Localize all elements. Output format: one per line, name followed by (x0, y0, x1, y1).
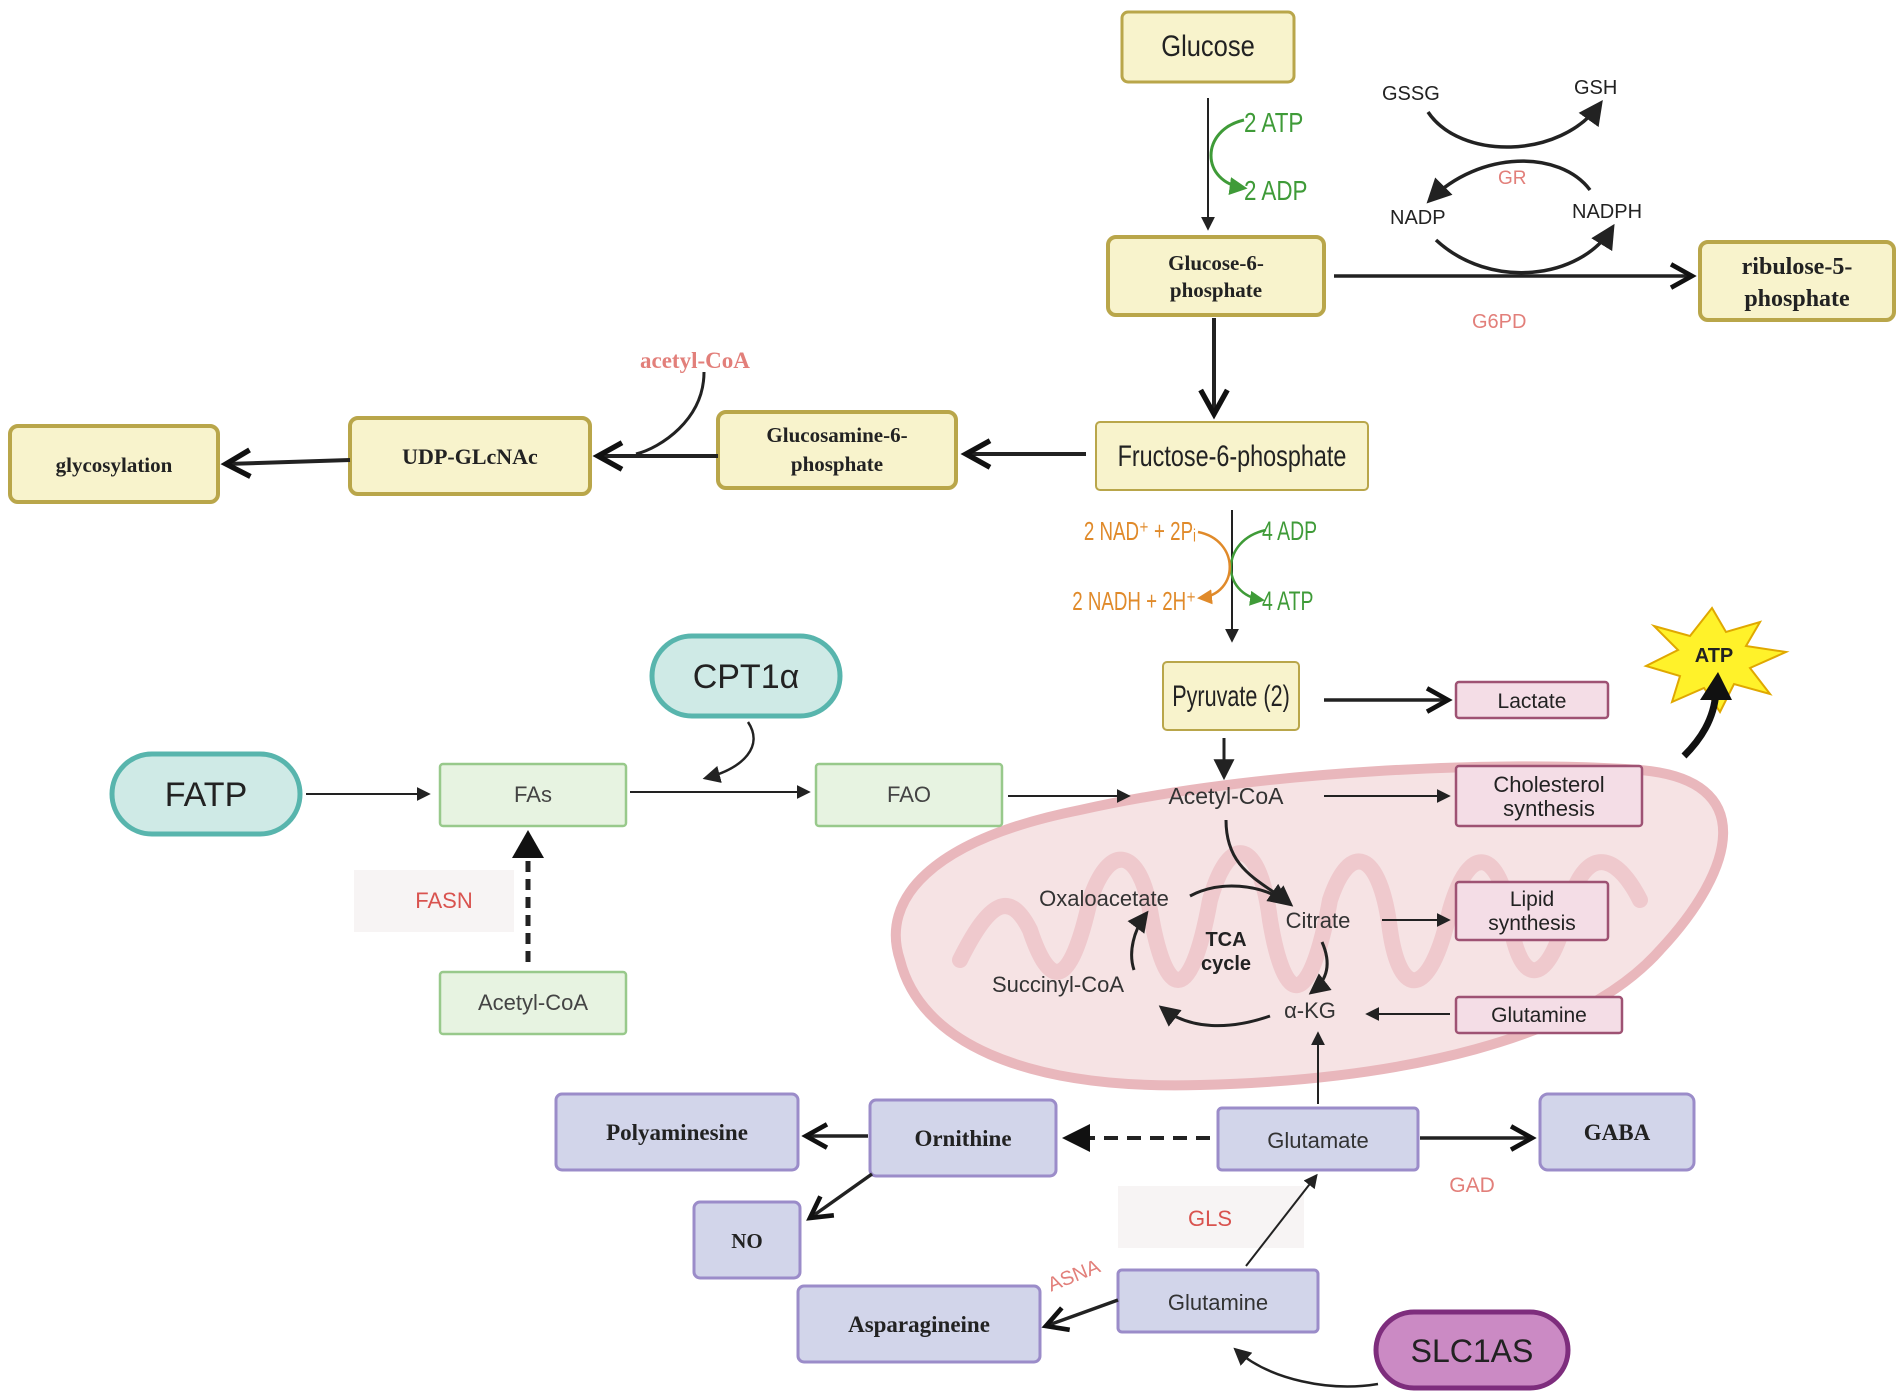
fao-label: FAO (887, 782, 931, 807)
gaba-box (1538, 1092, 1696, 1172)
acetyl-coa-box-label: Acetyl-CoA (478, 990, 588, 1015)
asna-label: ASNA (1045, 1255, 1104, 1296)
slc1as-oval (1373, 1309, 1571, 1391)
glycosylation-box (8, 424, 220, 504)
polyaminesine-box (554, 1092, 800, 1172)
box-labels: Glucose Glucose-6- phosphate ribulose-5-… (56, 29, 1853, 1369)
f6p-label: Fructose-6-phosphate (1118, 439, 1347, 472)
ornithine-label: Ornithine (914, 1126, 1011, 1151)
ribulose-5-phosphate-box (1698, 240, 1896, 322)
gr-label: GR (1498, 168, 1527, 189)
fatp-label: FATP (165, 776, 248, 814)
gssg-label: GSSG (1382, 83, 1440, 105)
udp-glcnac-box (348, 416, 592, 496)
cholesterol-synthesis-box (1454, 764, 1644, 828)
r5p-label-2: phosphate (1744, 286, 1850, 312)
oxaloacetate-label: Oxaloacetate (1039, 886, 1169, 911)
glutamate-label: Glutamate (1267, 1128, 1369, 1153)
g6p-label-2: phosphate (1170, 278, 1262, 302)
gls-label-bg (1118, 1186, 1304, 1248)
glucosamine-6-phosphate-box (716, 410, 958, 490)
acetyl-coa-red-label: acetyl-CoA (640, 348, 750, 373)
nadph-label: NADPH (1572, 201, 1642, 223)
fructose-6-phosphate-box (1095, 421, 1369, 491)
atp-starburst (1643, 606, 1790, 714)
citrate-label: Citrate (1286, 908, 1351, 933)
gls-label: GLS (1188, 1206, 1232, 1231)
glutamine-bottom-label: Glutamine (1168, 1290, 1268, 1315)
lipid-synthesis-box (1454, 880, 1610, 942)
glucose-box (1120, 10, 1296, 84)
lipid-label-1: Lipid (1510, 888, 1554, 911)
r5p-label-1: ribulose-5- (1742, 254, 1853, 280)
ornithine-box (868, 1098, 1058, 1178)
glycosylation-label: glycosylation (56, 453, 173, 477)
no-label: NO (731, 1229, 763, 1253)
cholesterol-label-1: Cholesterol (1493, 772, 1604, 797)
atp4-label: 4 ATP (1262, 586, 1313, 616)
fao-box (814, 762, 1004, 828)
fasn-label: FASN (415, 888, 472, 913)
glutamate-box (1216, 1106, 1420, 1172)
adp2-label: 2 ADP (1244, 176, 1307, 207)
no-box (692, 1200, 802, 1280)
acetyl-coa-box (438, 970, 628, 1036)
lactate-box (1454, 680, 1610, 720)
atp2-label: 2 ATP (1244, 108, 1303, 139)
asparagineine-box (796, 1284, 1042, 1364)
succinyl-coa-label: Succinyl-CoA (992, 972, 1124, 997)
gln6p-label-2: phosphate (791, 452, 883, 476)
glucose-6-phosphate-box (1106, 235, 1326, 317)
cholesterol-label-2: synthesis (1503, 796, 1595, 821)
adp4-label: 4 ADP (1262, 516, 1317, 546)
nadp-label: NADP (1390, 207, 1446, 229)
cpt1a-oval (649, 633, 843, 719)
pyruvate-box (1162, 661, 1300, 731)
nadh-label: 2 NADH + 2H⁺ (1072, 586, 1196, 616)
free-labels: 2 ATP 2 ADP GSSG GSH GR NADP NADPH G6PD … (415, 77, 1642, 1296)
glutamine-right-label: Glutamine (1491, 1004, 1587, 1027)
lipid-label-2: synthesis (1488, 912, 1576, 935)
acetyl-coa-mid-label: Acetyl-CoA (1168, 783, 1284, 809)
gsh-label: GSH (1574, 77, 1617, 99)
glutamine-right-box (1454, 995, 1624, 1035)
atp-star-label: ATP (1695, 645, 1734, 667)
gln6p-label-1: Glucosamine-6- (766, 423, 907, 447)
nad-label: 2 NAD⁺ + 2Pᵢ (1084, 516, 1196, 546)
arrows (226, 98, 1732, 1388)
glucose-label: Glucose (1161, 29, 1255, 62)
g6pd-label: G6PD (1472, 311, 1526, 333)
g6p-label-1: Glucose-6- (1168, 251, 1264, 275)
akg-label: α-KG (1284, 998, 1336, 1023)
gad-label: GAD (1449, 1174, 1495, 1197)
asparagineine-label: Asparagineine (848, 1312, 990, 1337)
fas-label: FAs (514, 782, 552, 807)
udp-glcnac-label: UDP-GLcNAc (402, 444, 538, 469)
slc1as-label: SLC1AS (1411, 1333, 1534, 1369)
fas-box (438, 762, 628, 828)
pyruvate-label: Pyruvate (2) (1172, 678, 1290, 712)
tca-label-1: TCA (1205, 929, 1246, 951)
tca-label-2: cycle (1201, 953, 1251, 975)
gaba-label: GABA (1584, 1120, 1651, 1145)
cpt1a-label: CPT1α (693, 658, 800, 696)
fatp-oval (109, 751, 303, 837)
polyaminesine-label: Polyaminesine (606, 1120, 748, 1145)
lactate-label: Lactate (1498, 690, 1567, 713)
fasn-label-bg (354, 870, 514, 932)
